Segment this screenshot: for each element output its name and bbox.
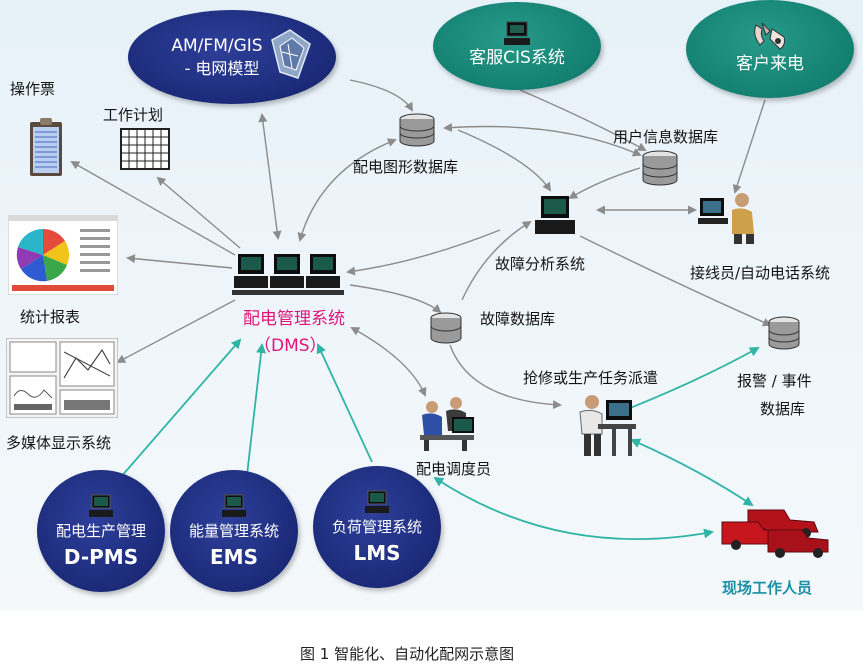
arrow-dms-multimedia — [116, 299, 236, 363]
operator-label: 接线员/自动电话系统 — [690, 264, 831, 282]
ems-ellipse: 能量管理系统 EMS — [170, 470, 298, 592]
arrow-faultanalysis-alarmdb — [579, 235, 772, 327]
alarm-db-label-line2: 数据库 — [760, 400, 806, 418]
arrow-ems-dms — [246, 343, 267, 476]
field-vehicles-icon — [721, 509, 829, 558]
amfm-subtitle: - 电网模型 — [184, 58, 260, 78]
dpms-abbrev: D-PMS — [63, 544, 139, 569]
gis-map-icon — [271, 29, 311, 79]
arrow-amfm-dms — [258, 113, 282, 240]
arrow-dms-workplan — [156, 176, 241, 249]
alarm-db-label-line1: 报警 / 事件 — [737, 372, 812, 390]
telephone-icon — [754, 22, 785, 50]
dms-workstations-icon — [232, 254, 344, 295]
arrow-graphicdb-faultanalysis — [457, 129, 552, 192]
arrow-graphicdb-dms — [297, 138, 397, 242]
computer-terminal-icon — [222, 494, 246, 517]
arrow-graphicdb-userdb — [443, 123, 642, 157]
arrow-dms-faultdb — [349, 284, 442, 314]
arrow-dispatch-field — [630, 438, 754, 507]
repair-dispatch-label: 抢修或生产任务派遣 — [523, 369, 659, 387]
cis-ellipse: 客服CIS系统 — [433, 2, 601, 90]
fault-analysis-computer-icon — [535, 196, 575, 234]
arrow-faultdb-dispatch — [449, 344, 562, 410]
multimedia-label: 多媒体显示系统 — [6, 434, 112, 452]
work-plan-label: 工作计划 — [103, 106, 164, 124]
arrow-faultdb-faultanalysis — [461, 220, 532, 301]
amfm-gis-ellipse: AM/FM/GIS - 电网模型 — [128, 10, 336, 104]
operator-person-icon — [698, 193, 754, 244]
cis-label: 客服CIS系统 — [469, 47, 565, 68]
lms-title: 负荷管理系统 — [331, 517, 422, 536]
computer-terminal-icon — [504, 21, 530, 45]
user-info-db-icon — [642, 150, 678, 186]
computer-terminal-icon — [89, 494, 113, 517]
field-staff-label: 现场工作人员 — [722, 579, 813, 597]
computer-terminal-icon — [365, 490, 389, 513]
dispatcher-label: 配电调度员 — [416, 460, 492, 478]
arrow-userdb-faultanalysis — [568, 167, 641, 200]
arrow-dispatch-alarmdb — [629, 347, 760, 409]
arrow-dpms-dms — [119, 338, 242, 479]
ems-abbrev: EMS — [210, 544, 258, 569]
arrow-amfm-graphicdb — [349, 79, 414, 112]
fault-db-label: 故障数据库 — [480, 310, 556, 328]
dispatcher-people-icon — [420, 397, 474, 451]
arrow-call-operator — [732, 99, 766, 194]
customer-call-ellipse: 客户来电 — [686, 0, 854, 98]
work-plan-calendar-icon — [120, 128, 170, 170]
fault-analysis-label: 故障分析系统 — [495, 255, 586, 273]
graphic-db-label: 配电图形数据库 — [353, 158, 459, 176]
arrow-dms-statistics — [126, 254, 233, 269]
amfm-title: AM/FM/GIS — [171, 35, 263, 56]
statistics-label: 统计报表 — [20, 308, 81, 326]
arrow-dms-ticket — [70, 161, 236, 256]
dms-abbrev: （DMS） — [254, 336, 327, 356]
arrow-lms-dms — [316, 343, 373, 463]
dispatch-worker-icon — [579, 395, 636, 456]
alarm-db-icon — [768, 316, 800, 350]
customer-call-label: 客户来电 — [736, 53, 804, 74]
figure-caption: 图 1 智能化、自动化配网示意图 — [300, 645, 515, 663]
fault-db-icon — [430, 312, 462, 344]
user-info-db-label: 用户信息数据库 — [613, 128, 719, 146]
arrow-dispatcher-field — [433, 476, 714, 540]
operation-ticket-icon — [30, 118, 62, 176]
lms-abbrev: LMS — [353, 540, 401, 565]
graphic-db-icon — [399, 113, 435, 147]
arrow-dms-dispatcher — [350, 327, 427, 397]
lms-ellipse: 负荷管理系统 LMS — [313, 466, 441, 588]
operation-ticket-label: 操作票 — [10, 80, 56, 98]
arrow-faultanalysis-dms — [346, 229, 501, 276]
connection-arrows — [70, 79, 772, 540]
dms-title: 配电管理系统 — [243, 309, 345, 329]
dpms-title: 配电生产管理 — [55, 521, 146, 540]
multimedia-display-thumbnail — [6, 338, 118, 418]
arrow-cis-userdb — [519, 89, 647, 151]
statistics-report-thumbnail — [8, 215, 118, 295]
ems-title: 能量管理系统 — [188, 521, 279, 540]
dpms-ellipse: 配电生产管理 D-PMS — [37, 470, 165, 592]
